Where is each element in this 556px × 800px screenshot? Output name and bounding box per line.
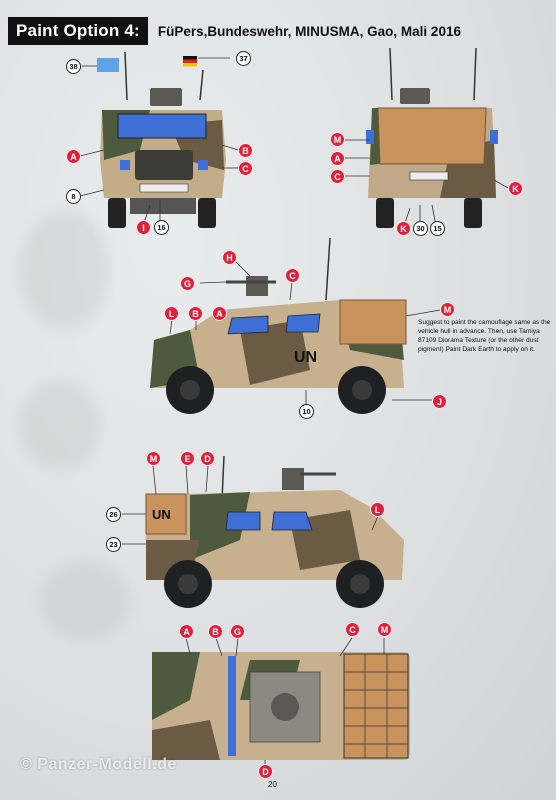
callout-letter: M <box>377 622 392 637</box>
un-marking-side: UN <box>294 349 317 366</box>
callout-letter: D <box>200 451 215 466</box>
callout-number: 16 <box>154 220 169 235</box>
paper-stain <box>40 560 130 640</box>
callout-letter: L <box>370 502 385 517</box>
callout-letter: B <box>188 306 203 321</box>
callout-letter: B <box>208 624 223 639</box>
callout-letter: D <box>258 764 273 779</box>
callout-letter: C <box>330 169 345 184</box>
callout-number: 26 <box>106 507 121 522</box>
callout-letter: G <box>180 276 195 291</box>
paint-option-badge: Paint Option 4: <box>8 17 148 45</box>
callout-letter: B <box>238 143 253 158</box>
callout-letter: K <box>396 221 411 236</box>
callout-number: 37 <box>236 51 251 66</box>
callout-number: 8 <box>66 189 81 204</box>
callout-letter: A <box>330 151 345 166</box>
callout-number: 10 <box>299 404 314 419</box>
callout-letter: C <box>238 161 253 176</box>
callout-letter: A <box>212 306 227 321</box>
painting-note: Suggest to paint the camouflage same as … <box>418 319 551 353</box>
callout-letter: I <box>136 220 151 235</box>
watermark: © Panzer-Modell.de <box>20 756 177 773</box>
callout-letter: L <box>164 306 179 321</box>
paint-option-title: FüPers,Bundeswehr, MINUSMA, Gao, Mali 20… <box>157 23 461 39</box>
callout-number: 38 <box>66 59 81 74</box>
paper-stain <box>20 380 100 470</box>
callout-letter: M <box>330 132 345 147</box>
callout-letter: M <box>440 302 455 317</box>
callout-letter: K <box>508 181 523 196</box>
page-number: 20 <box>268 780 277 789</box>
callout-letter: C <box>345 622 360 637</box>
page-header: Paint Option 4: FüPers,Bundeswehr, MINUS… <box>8 16 461 46</box>
callout-letter: E <box>180 451 195 466</box>
callout-letter: J <box>432 394 447 409</box>
callout-number: 23 <box>106 537 121 552</box>
callout-number: 15 <box>430 221 445 236</box>
callout-number: 30 <box>413 221 428 236</box>
callout-letter: C <box>285 268 300 283</box>
paper-stain <box>20 210 110 330</box>
callout-letter: M <box>146 451 161 466</box>
callout-letter: H <box>222 250 237 265</box>
un-marking-box: UN <box>152 507 171 522</box>
callout-letter: G <box>230 624 245 639</box>
callout-letter: A <box>179 624 194 639</box>
callout-letter: A <box>66 149 81 164</box>
